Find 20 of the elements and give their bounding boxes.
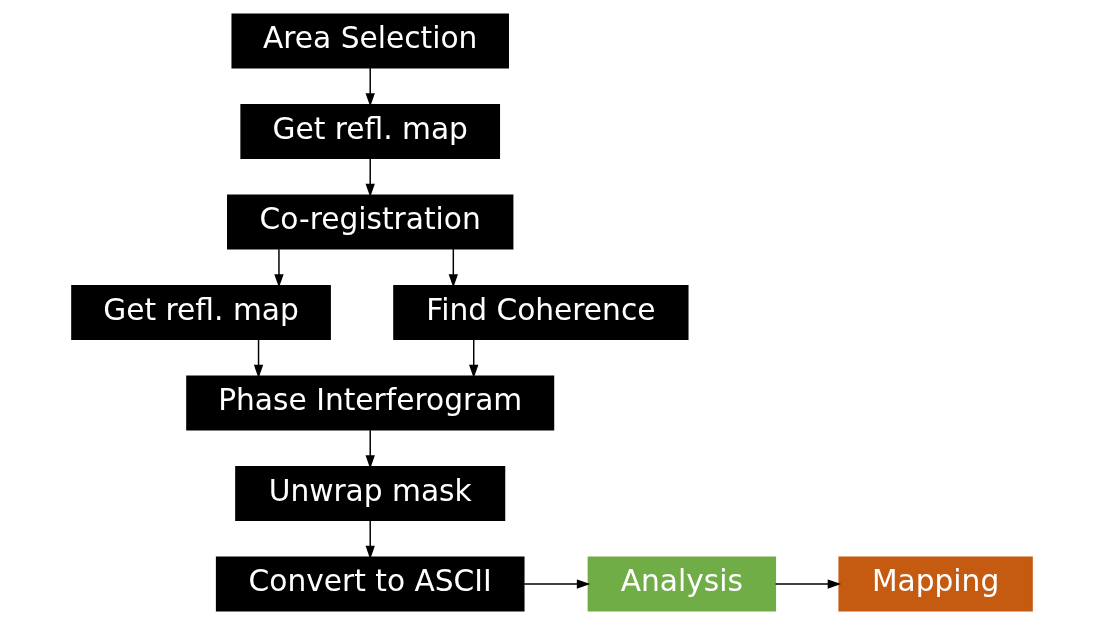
node-box: Get refl. map	[240, 104, 501, 159]
node-box: Area Selection	[231, 13, 509, 69]
arrow	[274, 248, 284, 288]
node-box: Get refl. map	[71, 285, 331, 340]
node-box: Unwrap mask	[235, 466, 506, 521]
node-box: Mapping	[838, 556, 1033, 612]
node-box: Find Coherence	[393, 285, 689, 340]
arrow	[365, 67, 375, 107]
arrow	[365, 429, 375, 469]
node-box: Analysis	[587, 556, 777, 612]
arrow	[774, 579, 842, 589]
arrow	[365, 519, 375, 560]
arrow	[365, 157, 375, 198]
arrow	[448, 248, 458, 288]
node-box: Phase Interferogram	[186, 375, 555, 431]
arrow	[523, 579, 591, 589]
node-box: Co-registration	[227, 194, 514, 250]
node-box: Convert to ASCII	[215, 556, 525, 612]
arrow	[253, 338, 264, 379]
arrow	[469, 338, 479, 379]
